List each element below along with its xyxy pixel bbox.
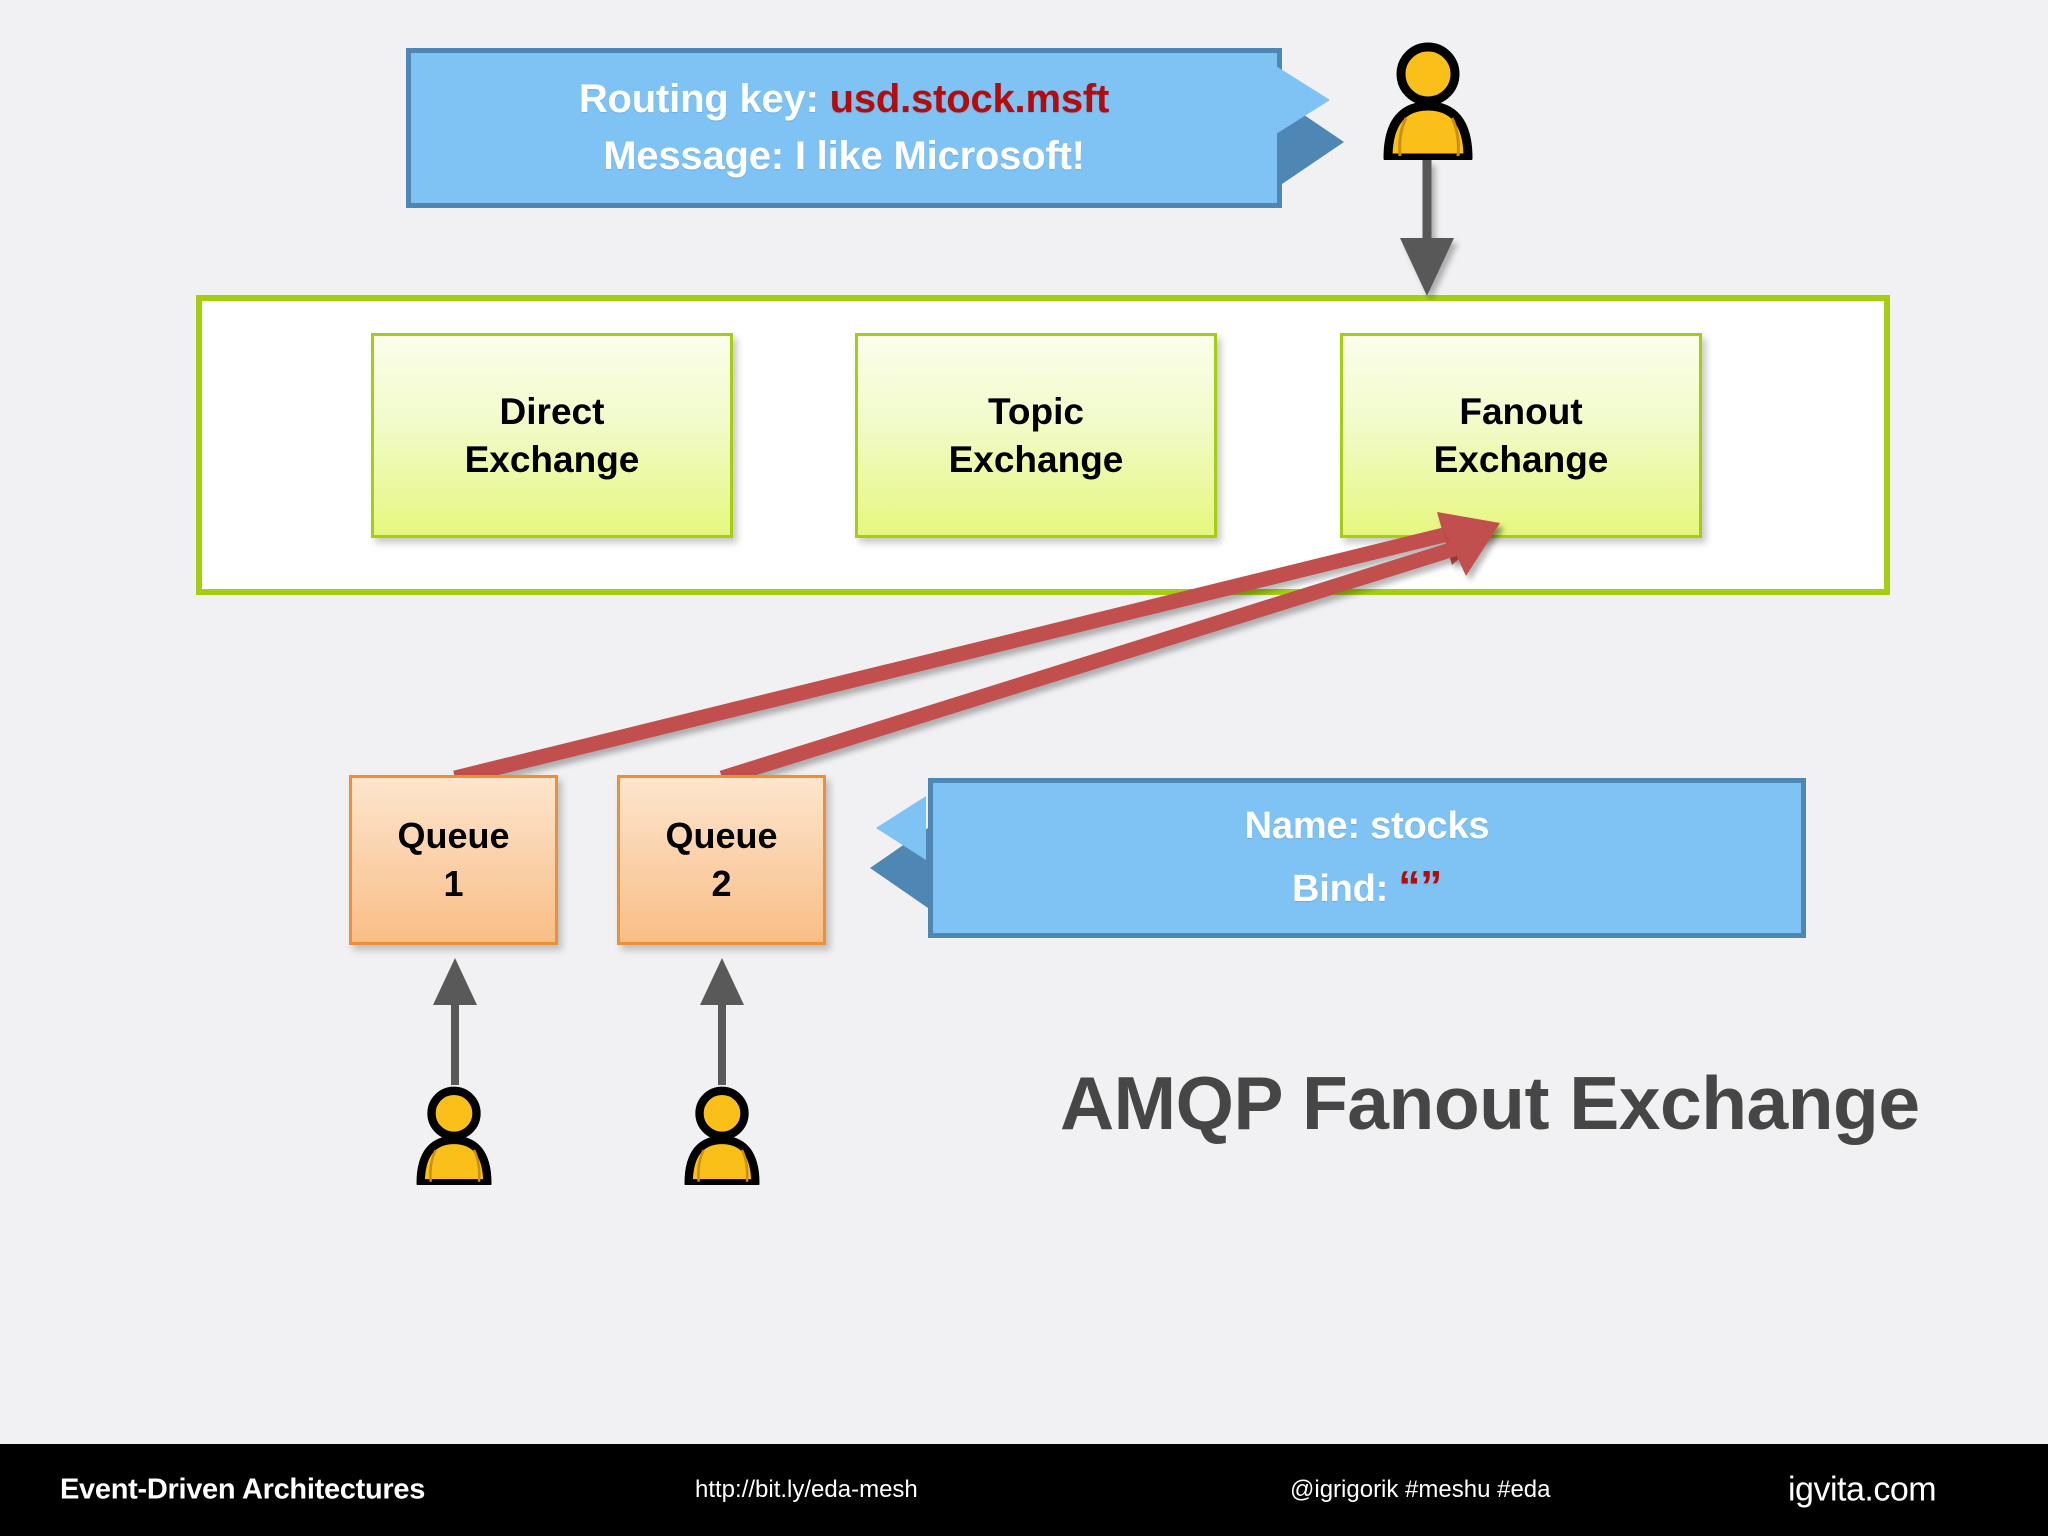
message-label: Message: [603, 134, 784, 178]
routing-key-label: Routing key: [578, 77, 819, 121]
exchange-label-line1: Fanout [1459, 391, 1583, 433]
queue-box-2[interactable]: Queue 2 [617, 775, 826, 945]
producer-person-icon [1370, 40, 1486, 165]
consume-arrow-queue-2 [700, 958, 744, 1085]
exchange-box-direct[interactable]: Direct Exchange [371, 333, 733, 538]
footer-brand[interactable]: igvita.com [1788, 1470, 1937, 1509]
binding-name-value: stocks [1370, 804, 1490, 847]
queue-label-line2: 1 [443, 863, 464, 904]
consume-arrow-queue-1 [433, 958, 477, 1085]
exchange-box-fanout[interactable]: Fanout Exchange [1340, 333, 1702, 538]
queue-label-line2: 2 [711, 863, 732, 904]
footer-deck-title: Event-Driven Architectures [60, 1473, 426, 1506]
exchange-label-line2: Exchange [464, 438, 640, 480]
binding-name-line: Name: stocks [1245, 805, 1490, 848]
queue-binding-bubble[interactable]: Name: stocks Bind: “” [928, 778, 1806, 938]
queue-label-line1: Queue [397, 815, 510, 857]
footer-link[interactable]: http://bit.ly/eda-mesh [695, 1476, 918, 1503]
footer-bar: Event-Driven Architectures http://bit.ly… [0, 1444, 2048, 1536]
routing-key-value: usd.stock.msft [829, 77, 1110, 121]
exchange-label-line1: Topic [988, 391, 1084, 433]
footer-handles: @igrigorik #meshu #eda [1290, 1476, 1551, 1503]
exchange-label-line2: Exchange [1433, 438, 1609, 480]
binding-key-label: Bind: [1291, 867, 1389, 910]
page-title: AMQP Fanout Exchange [1060, 1061, 1920, 1145]
binding-name-label: Name: [1244, 804, 1360, 847]
routing-key-line: Routing key: usd.stock.msft [579, 77, 1109, 122]
binding-key-line: Bind: “” [1292, 862, 1442, 912]
publish-arrow [1400, 160, 1454, 296]
queue-label-line1: Queue [665, 815, 778, 857]
consumer-2-person-icon [672, 1085, 772, 1190]
exchange-box-topic[interactable]: Topic Exchange [855, 333, 1217, 538]
message-value: I like Microsoft! [794, 134, 1085, 178]
exchange-label-line1: Direct [499, 391, 605, 433]
producer-message-bubble[interactable]: Routing key: usd.stock.msft Message: I l… [406, 48, 1282, 208]
queue-box-1[interactable]: Queue 1 [349, 775, 558, 945]
binding-key-value: “” [1398, 861, 1443, 911]
consumer-1-person-icon [404, 1085, 504, 1190]
exchange-label-line2: Exchange [948, 438, 1124, 480]
message-line: Message: I like Microsoft! [603, 134, 1085, 179]
